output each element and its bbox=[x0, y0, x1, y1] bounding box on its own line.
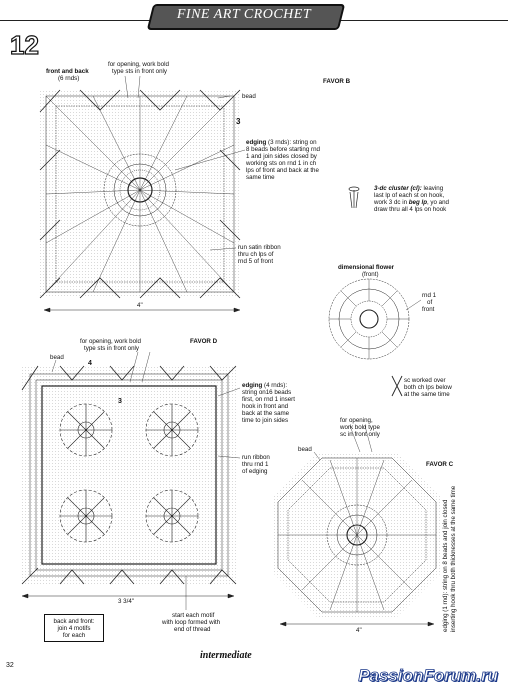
favor-c-opening-2: work bold type bbox=[340, 424, 380, 431]
favor-d-marker-3: 3 bbox=[118, 398, 122, 405]
favor-b-diagram bbox=[39, 89, 241, 313]
favor-d-opening-1: for opening, work bold bbox=[80, 338, 141, 345]
favor-b-ribbon-2: thru ch lps of bbox=[238, 251, 274, 258]
favor-d-edging-3: hook in front and bbox=[242, 403, 289, 410]
favor-d-legend-box: back and front: join 4 motifs for each bbox=[44, 614, 104, 642]
favor-c-opening-1: for opening, bbox=[340, 417, 373, 424]
favor-b-edging-5: lps of front and back at the bbox=[246, 167, 319, 174]
favor-d-ribbon-3: of edging bbox=[242, 468, 268, 475]
favor-c-width: 4" bbox=[356, 627, 362, 634]
favor-b-width: 4" bbox=[137, 302, 143, 309]
favor-b-edging-1: string on bbox=[292, 139, 317, 146]
cluster-text-4: beg lp bbox=[408, 199, 427, 206]
favor-d-title: FAVOR D bbox=[190, 338, 218, 345]
page-badge: 12 bbox=[9, 29, 39, 60]
favor-d-legend-2: join 4 motifs bbox=[57, 625, 91, 633]
favor-b-opening-2: type sts in front only bbox=[112, 68, 168, 75]
flower-rnd-3: front bbox=[422, 306, 435, 313]
favor-d-edging-5: time to join sides bbox=[242, 417, 289, 424]
favor-b-edging-title: edging bbox=[246, 139, 267, 146]
favor-b-edging-rnds: (3 rnds): bbox=[268, 139, 292, 146]
favor-d-edging-1: string on16 beads bbox=[242, 389, 292, 396]
sc-note-2: both ch lps below bbox=[404, 384, 452, 391]
cluster-text-6: draw thru all 4 lps on hook bbox=[374, 206, 447, 213]
flower-rnd-1: rnd 1 bbox=[422, 292, 437, 299]
cluster-text-3: work 3 dc in bbox=[374, 199, 408, 206]
sc-note-1: sc worked over bbox=[404, 377, 446, 384]
favor-d-motif-2: with loop formed with bbox=[162, 619, 221, 626]
favor-b-marker-3: 3 bbox=[236, 117, 241, 126]
favor-d-marker-4: 4 bbox=[88, 360, 92, 367]
cluster-title: 3-dc cluster (cl): bbox=[374, 185, 422, 192]
favor-b-rnds: (6 rnds) bbox=[58, 75, 80, 82]
favor-b-title: FAVOR B bbox=[323, 78, 351, 85]
favor-b-bead: bead bbox=[242, 93, 256, 100]
favor-b-edging-4: working sts on rnd 1 in ch bbox=[246, 160, 317, 167]
sc-note-3: at the same time bbox=[404, 391, 450, 398]
favor-c-diagram bbox=[272, 452, 442, 627]
favor-d-ribbon-2: thru rnd 1 bbox=[242, 461, 269, 468]
favor-d-motif-1: start each motif bbox=[172, 612, 215, 619]
page-number: 32 bbox=[6, 662, 14, 669]
favor-d-bead: bead bbox=[50, 354, 64, 361]
level-label: intermediate bbox=[200, 650, 252, 661]
favor-d-width: 3 3/4" bbox=[118, 598, 134, 605]
cluster-text-2: last lp of each st on hook, bbox=[374, 192, 445, 199]
favor-d-edging-4: back at the same bbox=[242, 410, 290, 417]
flower-rnd-2: of bbox=[427, 299, 433, 306]
favor-b-ribbon-1: run satin ribbon bbox=[238, 244, 281, 251]
favor-d-motif-3: end of thread bbox=[174, 626, 211, 633]
leader-lines bbox=[51, 75, 422, 610]
favor-d-diagram bbox=[21, 365, 237, 599]
favor-d-edging-rnds: (4 rnds): bbox=[264, 382, 288, 389]
cluster-text-5: , yo and bbox=[426, 199, 449, 206]
favor-c-edging-2: inserting hook thru both thicknesses at … bbox=[450, 485, 457, 632]
favor-c-bead: bead bbox=[298, 446, 312, 453]
cluster-text-1: leaving bbox=[423, 185, 444, 192]
favor-d-edging-2: first, on rnd 1 insert bbox=[242, 396, 295, 403]
flower-title: dimensional flower bbox=[338, 264, 395, 271]
favor-b-front-back: front and back bbox=[46, 68, 89, 75]
watermark: PassionForum.ru bbox=[358, 666, 499, 686]
favor-b-edging-6: same time bbox=[246, 174, 275, 181]
favor-b-opening-1: for opening, work bold bbox=[108, 61, 169, 68]
favor-c-opening-3: sc in front only bbox=[340, 431, 380, 438]
cluster-symbol bbox=[348, 186, 360, 209]
favor-d-ribbon-1: run ribbon bbox=[242, 454, 270, 461]
favor-c-edging-1: edging (1 rnd): string on 8 beads and jo… bbox=[442, 499, 449, 632]
favor-b-edging-3: 1 and join sides closed by bbox=[246, 153, 317, 160]
favor-d-legend-3: for each bbox=[62, 632, 86, 640]
favor-b-edging-2: 8 beads before starting rnd bbox=[246, 146, 320, 153]
flower-sub: (front) bbox=[362, 271, 379, 278]
flower-diagram bbox=[328, 278, 410, 360]
favor-d-legend-1: back and front: bbox=[53, 618, 95, 625]
favor-d-opening-2: type sts in front only bbox=[84, 345, 140, 352]
favor-c-title: FAVOR C bbox=[426, 461, 454, 468]
favor-b-ribbon-3: rnd 5 of front bbox=[238, 258, 274, 265]
favor-d-edging-title: edging bbox=[242, 382, 263, 389]
banner-title: FINE ART CROCHET bbox=[176, 7, 312, 22]
sc-over-symbol bbox=[391, 375, 403, 397]
